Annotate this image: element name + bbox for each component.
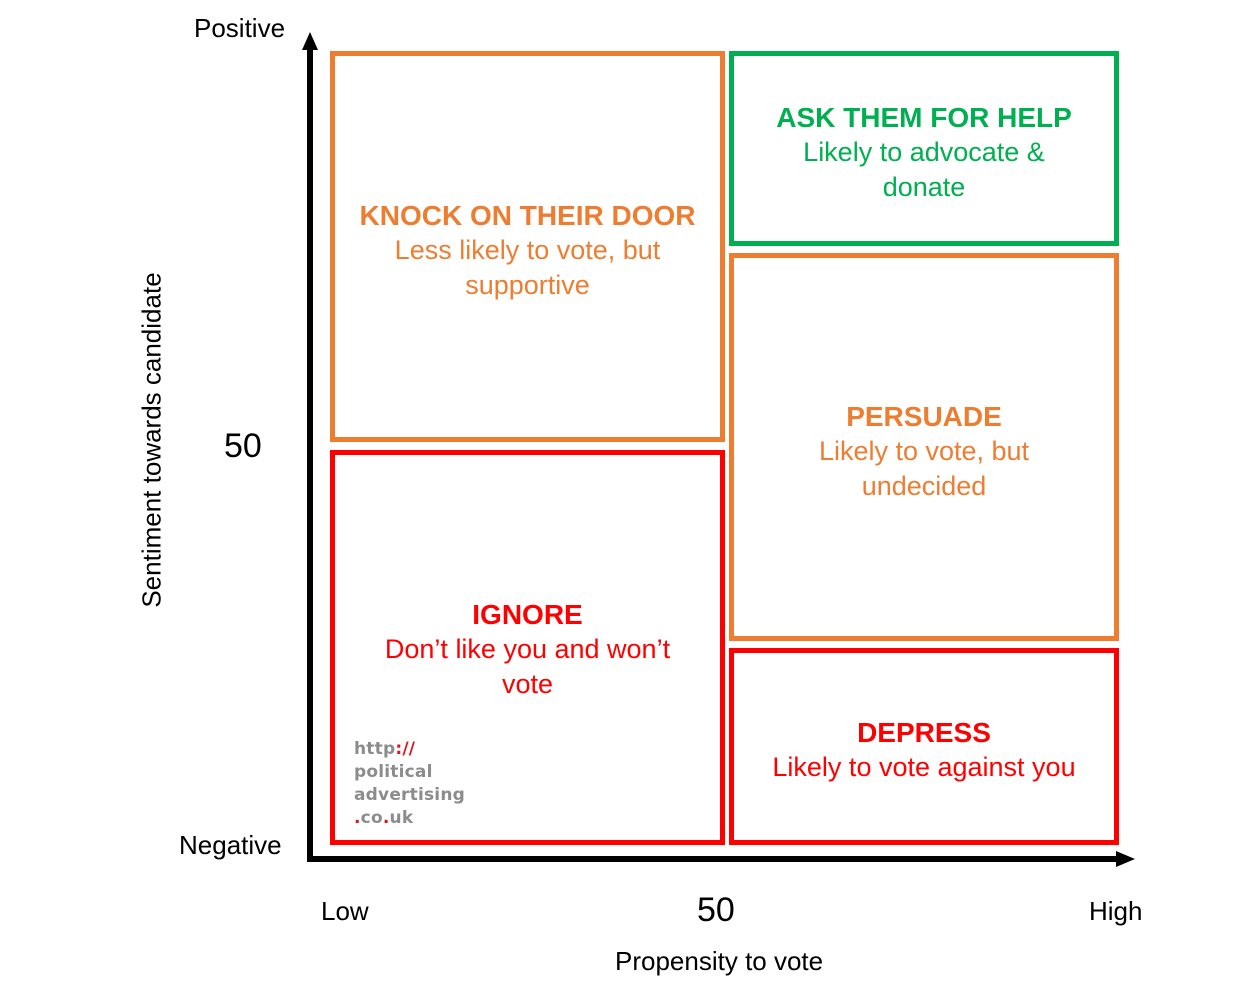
watermark-line-4: .co.uk	[354, 807, 465, 830]
watermark-logo: http:// political advertising .co.uk	[354, 738, 465, 830]
quadrant-desc-line: donate	[882, 172, 966, 202]
watermark-line-2: political	[354, 762, 433, 782]
quadrant-desc-line: undecided	[861, 471, 987, 501]
x-axis-left-label: Low	[321, 896, 369, 926]
quadrant-desc-line: supportive	[465, 270, 590, 300]
quadrant-title: DEPRESS	[857, 717, 991, 748]
x-axis-title: Propensity to vote	[615, 946, 824, 976]
watermark-line-3: advertising	[354, 785, 466, 805]
watermark-text: uk	[389, 808, 414, 828]
quadrant-desc-line: Likely to vote, but	[818, 436, 1030, 466]
quadrant-desc-line: Don’t like you and won’t	[384, 634, 671, 664]
y-axis-title: Sentiment towards candidate	[136, 272, 167, 608]
y-axis-mid-label: 50	[224, 427, 262, 465]
quadrant-title: IGNORE	[472, 599, 583, 630]
watermark-slashes: ://	[395, 739, 416, 759]
quadrant-title: ASK THEM FOR HELP	[776, 102, 1072, 133]
quadrant-desc-line: Likely to vote against you	[772, 752, 1076, 782]
x-axis-arrowhead	[1116, 851, 1135, 867]
quadrant-knock-on-their-door: KNOCK ON THEIR DOOR Less likely to vote,…	[330, 51, 725, 442]
quadrant-persuade: PERSUADE Likely to vote, but undecided	[729, 253, 1119, 641]
x-axis-mid-label: 50	[697, 891, 735, 929]
watermark-text: http	[354, 739, 396, 759]
watermark-dot: .	[382, 808, 390, 828]
y-axis-bottom-label: Negative	[179, 830, 282, 860]
y-axis-top-label: Positive	[194, 13, 286, 43]
watermark-text: co	[360, 808, 383, 828]
quadrant-desc-line: Likely to advocate &	[803, 137, 1045, 167]
quadrant-title: PERSUADE	[846, 401, 1002, 432]
watermark-line-1: http://	[354, 738, 465, 761]
y-axis-arrowhead	[302, 32, 318, 50]
quadrant-title: KNOCK ON THEIR DOOR	[359, 200, 696, 231]
x-axis-right-label: High	[1089, 896, 1143, 926]
quadrant-desc-line: Less likely to vote, but	[394, 235, 661, 265]
quadrant-ignore: IGNORE Don’t like you and won’t vote	[330, 450, 725, 845]
watermark-dot: .	[354, 808, 361, 828]
quadrant-ask-them-for-help: ASK THEM FOR HELP Likely to advocate & d…	[729, 51, 1119, 246]
quadrant-desc-line: vote	[501, 669, 554, 699]
quadrant-depress: DEPRESS Likely to vote against you	[729, 648, 1119, 845]
